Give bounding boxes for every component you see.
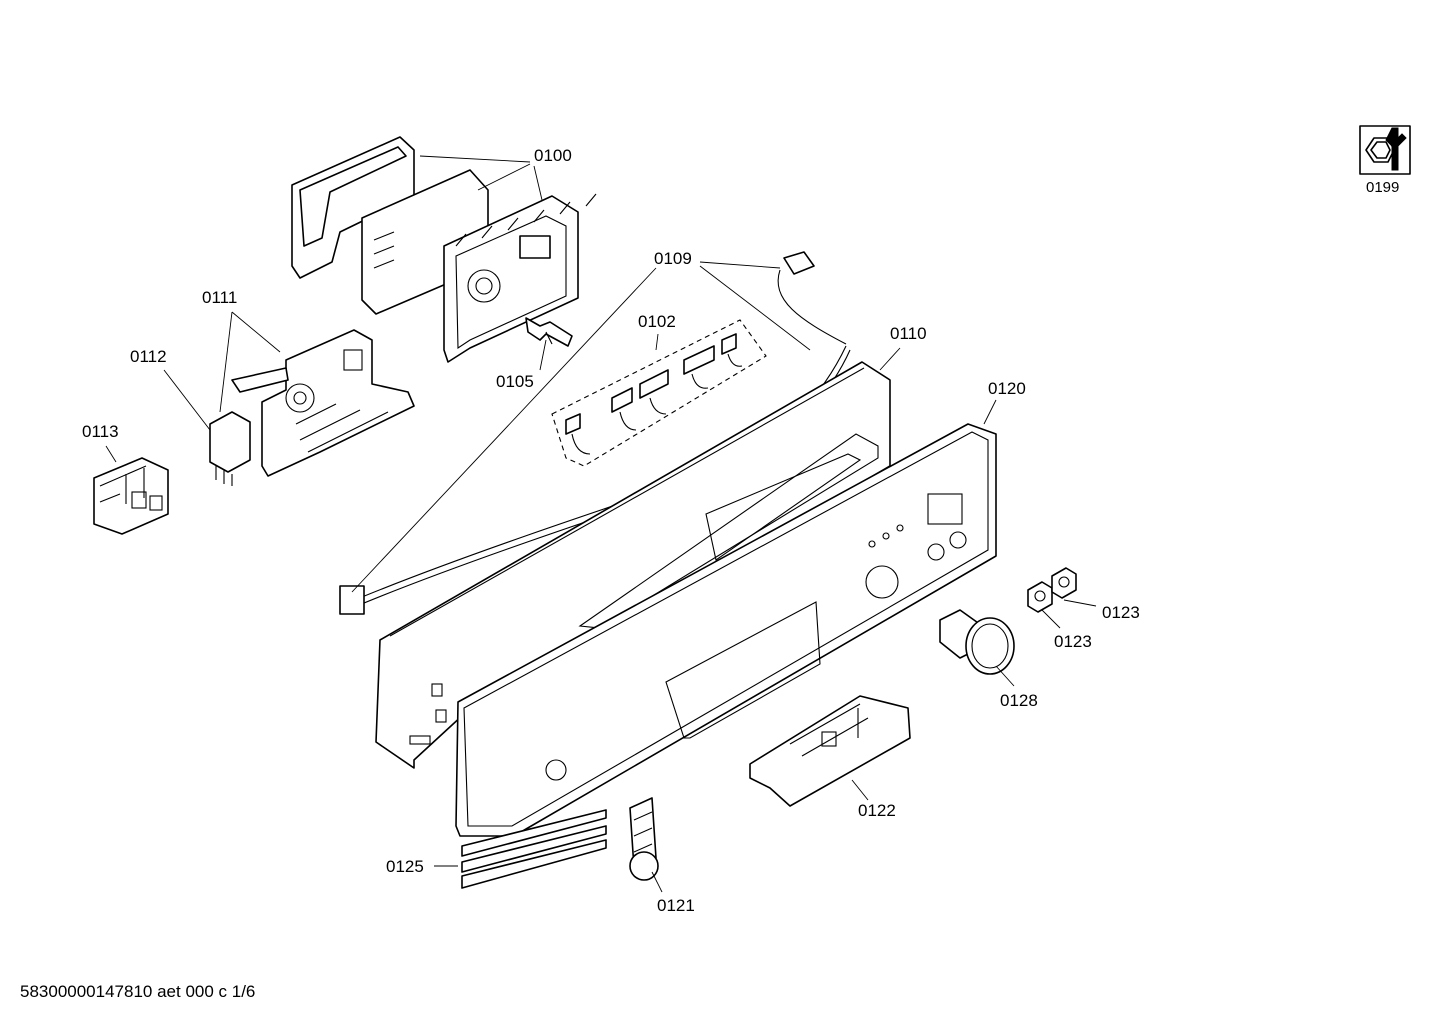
label-0105: 0105 bbox=[496, 372, 534, 391]
label-0122: 0122 bbox=[858, 801, 896, 820]
label-0199: 0199 bbox=[1366, 179, 1400, 196]
terminal-set-0102 bbox=[551, 319, 767, 467]
filter-0112 bbox=[209, 411, 251, 486]
label-0102: 0102 bbox=[638, 312, 676, 331]
label-0109: 0109 bbox=[654, 249, 692, 268]
front-panel-0120 bbox=[455, 423, 997, 837]
label-0123-b: 0123 bbox=[1054, 632, 1092, 651]
label-0113: 0113 bbox=[82, 422, 119, 441]
dispenser-0122 bbox=[749, 695, 911, 807]
lever-0121 bbox=[629, 797, 659, 881]
label-0123-a: 0123 bbox=[1102, 603, 1140, 622]
label-0111: 0111 bbox=[202, 288, 238, 307]
tool-icon bbox=[1359, 125, 1411, 175]
label-0120: 0120 bbox=[988, 379, 1026, 398]
pump-assembly-0111 bbox=[231, 329, 415, 477]
leader-lines bbox=[105, 155, 1097, 893]
label-0110: 0110 bbox=[890, 324, 927, 343]
label-0128: 0128 bbox=[1000, 691, 1038, 710]
label-0121: 0121 bbox=[657, 896, 695, 915]
gasket-0125 bbox=[461, 809, 607, 889]
button-0123-a bbox=[1027, 581, 1053, 613]
label-0112: 0112 bbox=[130, 347, 167, 366]
label-0125: 0125 bbox=[386, 857, 424, 876]
connector-0105 bbox=[525, 317, 573, 347]
document-footer: 58300000147810 aet 000 c 1/6 bbox=[20, 982, 256, 1001]
button-0123-b bbox=[1051, 567, 1077, 599]
switch-block-0113 bbox=[93, 457, 169, 535]
label-0100: 0100 bbox=[534, 146, 572, 165]
knob-0128 bbox=[939, 609, 1015, 675]
control-module-0100 bbox=[291, 136, 597, 363]
